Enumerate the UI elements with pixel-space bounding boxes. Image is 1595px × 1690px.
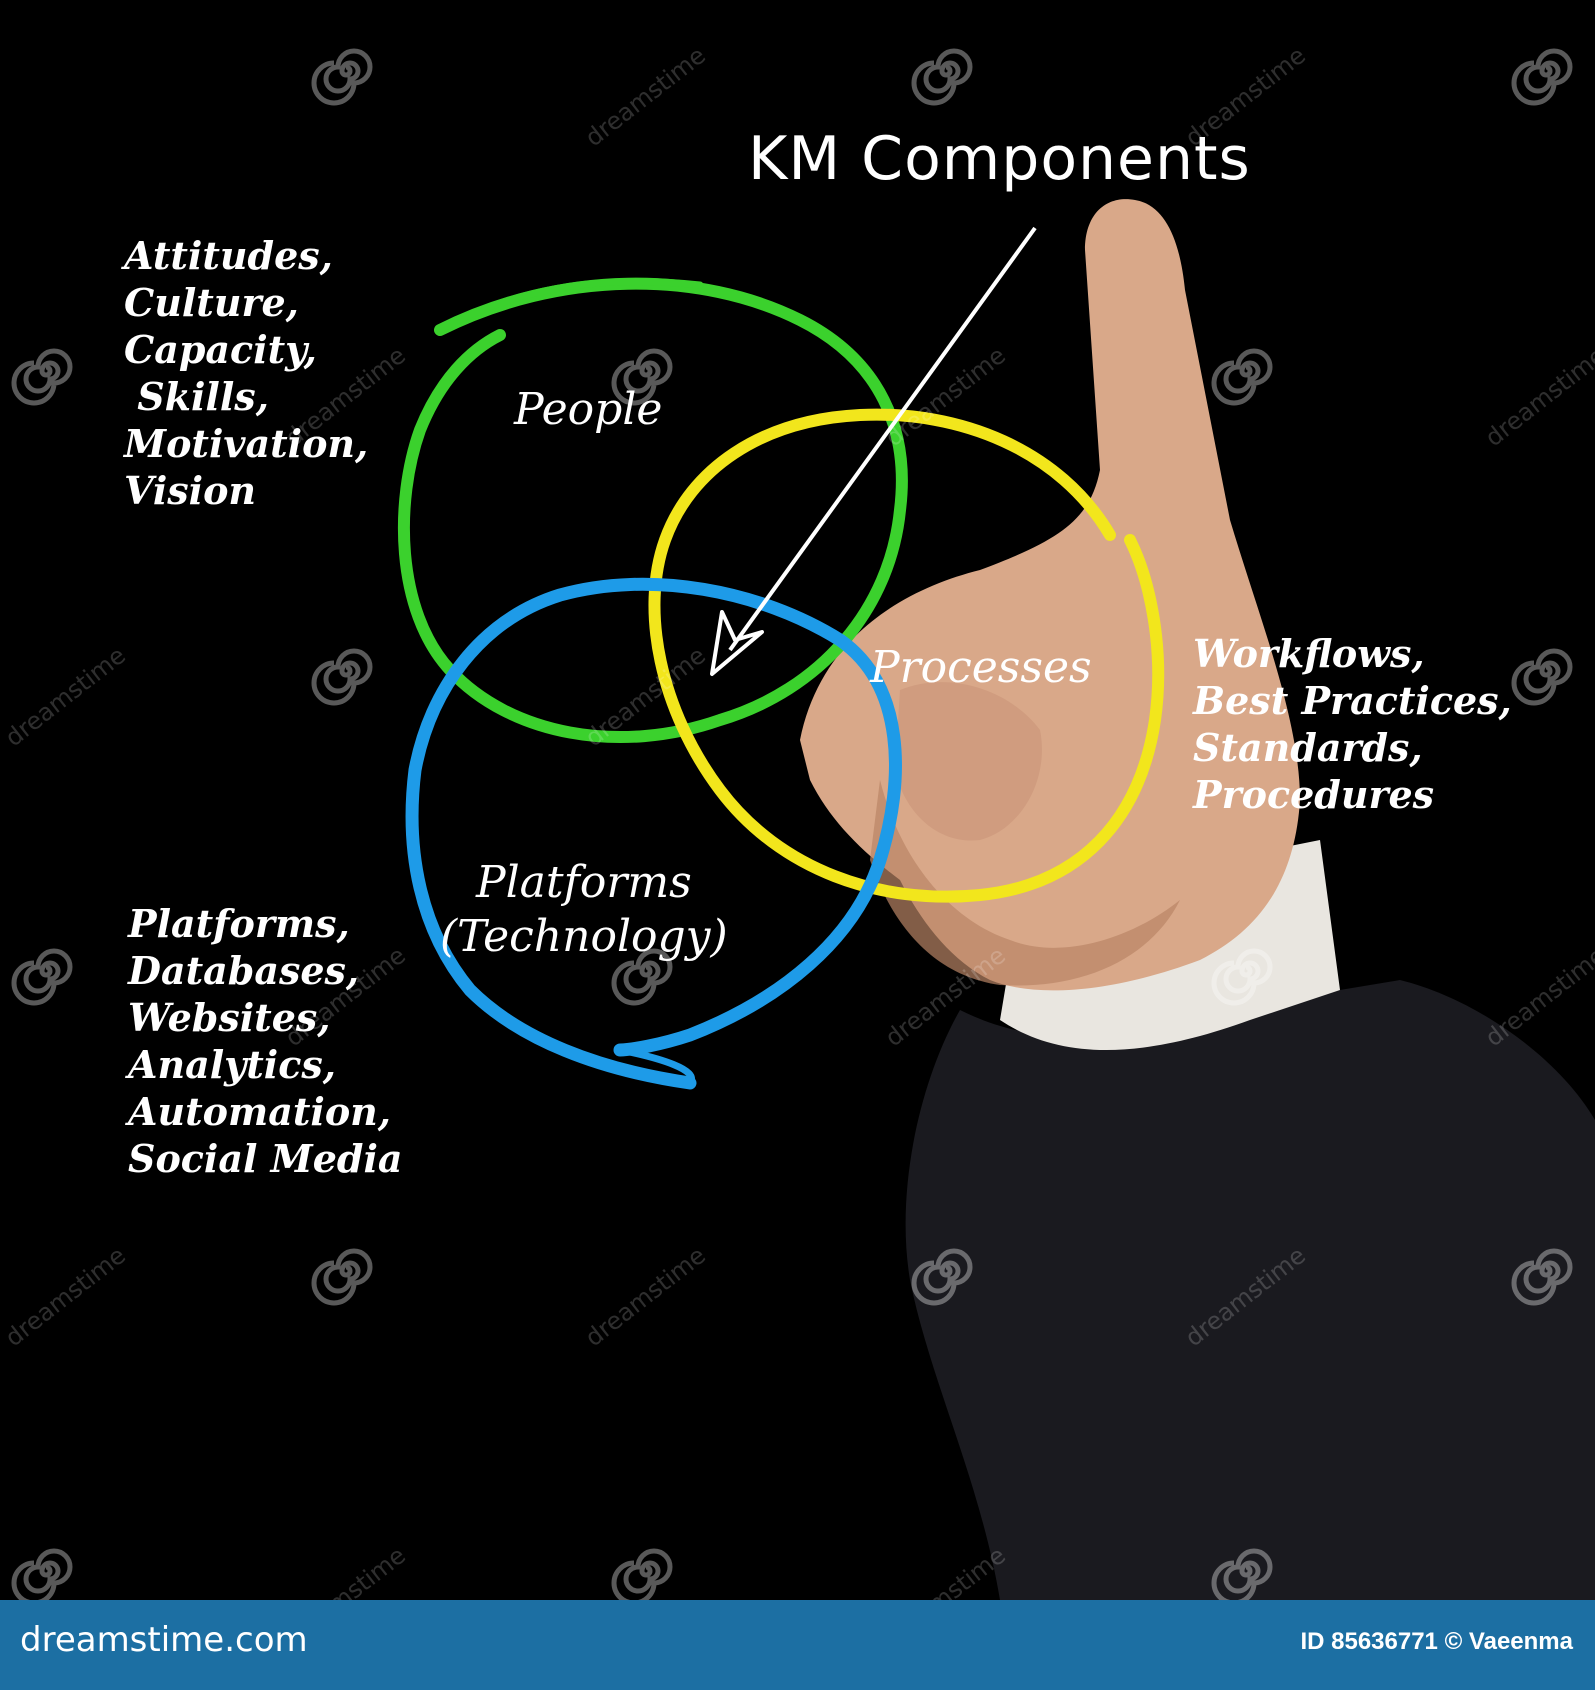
- dreamstime-spiral-icon: [311, 48, 373, 106]
- list-item: Databases,: [128, 948, 360, 993]
- list-item: Websites,: [128, 995, 331, 1040]
- list-item: Culture,: [124, 280, 299, 325]
- list-item: Capacity,: [124, 327, 317, 372]
- platforms-label-line: Platforms: [476, 857, 692, 908]
- circle-platforms: [405, 577, 902, 1090]
- dreamstime-spiral-icon: [11, 348, 73, 406]
- dreamstime-spiral-icon: [1511, 1248, 1573, 1306]
- list-item: Automation,: [128, 1089, 392, 1134]
- dreamstime-spiral-icon: [911, 48, 973, 106]
- dreamstime-spiral-icon: [311, 1248, 373, 1306]
- arrow-shaft: [728, 226, 1037, 652]
- hand-shading: [870, 780, 1180, 986]
- dreamstime-spiral-icon: [611, 1548, 673, 1606]
- footer-bar: dreamstime.com ID 85636771 © Vaeenma: [0, 1600, 1595, 1690]
- arrow-head: [710, 610, 764, 676]
- list-item: Analytics,: [128, 1042, 336, 1087]
- platforms-attributes-list: Platforms, Databases, Websites, Analytic…: [128, 900, 403, 1182]
- circle-label-people: People: [514, 384, 663, 435]
- footer-brand: dreamstime.com: [20, 1620, 308, 1660]
- footer-image-id: ID 85636771 © Vaeenma: [1300, 1628, 1573, 1655]
- list-item: Workflows,: [1193, 631, 1425, 676]
- dreamstime-spiral-icon: [1511, 48, 1573, 106]
- list-item: Motivation,: [124, 421, 369, 466]
- list-item: Procedures: [1193, 772, 1435, 817]
- circle-label-platforms: Platforms (Technology): [440, 856, 728, 964]
- circle-label-processes: Processes: [870, 642, 1092, 693]
- dreamstime-spiral-icon: [611, 348, 673, 406]
- dreamstime-spiral-icon: [611, 948, 673, 1006]
- circle-people: [397, 277, 908, 744]
- dreamstime-spiral-icon: [911, 1248, 973, 1306]
- list-item: Best Practices,: [1193, 678, 1512, 723]
- dreamstime-spiral-icon: [11, 948, 73, 1006]
- dreamstime-spiral-icon: [1211, 1548, 1273, 1606]
- dreamstime-spiral-icon: [11, 1548, 73, 1606]
- dreamstime-spiral-icon: [1211, 948, 1273, 1006]
- dreamstime-spiral-icon: [1511, 648, 1573, 706]
- list-item: Vision: [124, 468, 257, 513]
- circle-processes: [648, 408, 1165, 903]
- finger-curl: [895, 682, 1042, 841]
- dreamstime-spiral-icon: [1211, 348, 1273, 406]
- hand-photo: [800, 199, 1595, 1600]
- list-item: Platforms,: [128, 901, 350, 946]
- diagram-title: KM Components: [748, 124, 1251, 194]
- list-item: Attitudes,: [124, 233, 333, 278]
- pointer-arrow: [710, 226, 1037, 676]
- list-item: Standards,: [1193, 725, 1423, 770]
- people-attributes-list: Attitudes, Culture, Capacity, Skills, Mo…: [124, 232, 368, 514]
- platforms-label-line: (Technology): [440, 911, 728, 962]
- list-item: Social Media: [128, 1136, 403, 1181]
- list-item: Skills,: [124, 374, 269, 419]
- dreamstime-spiral-icon: [311, 648, 373, 706]
- processes-attributes-list: Workflows, Best Practices, Standards, Pr…: [1193, 630, 1512, 818]
- suit-sleeve: [905, 980, 1595, 1600]
